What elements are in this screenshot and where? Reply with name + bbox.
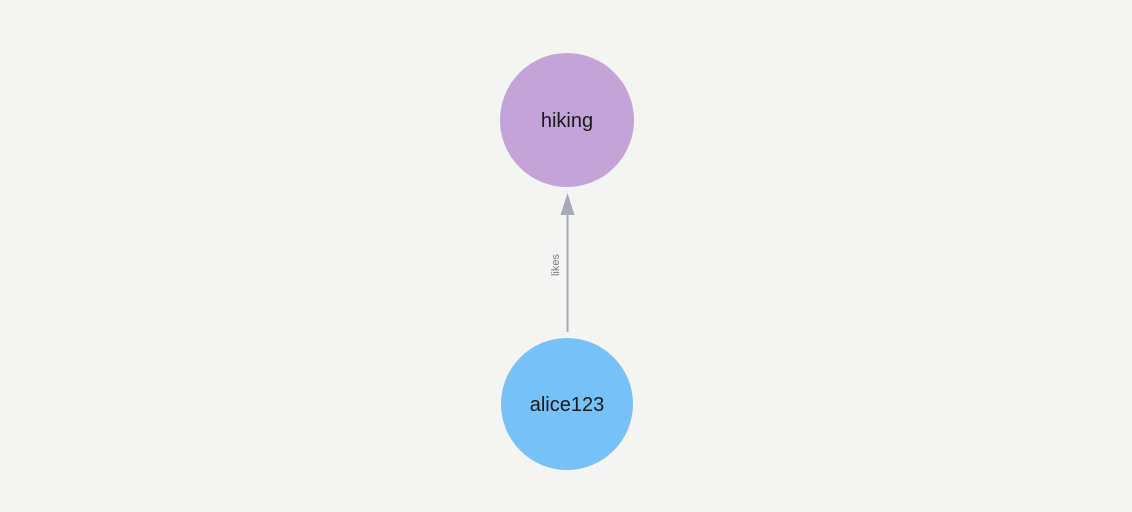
edge-label-likes: likes — [550, 254, 562, 277]
node-alice123[interactable]: alice123 — [501, 338, 633, 470]
edge-group: likes — [550, 193, 575, 332]
node-circle-alice123[interactable] — [501, 338, 633, 470]
node-hiking[interactable]: hiking — [500, 53, 634, 187]
node-circle-hiking[interactable] — [500, 53, 634, 187]
edge-arrowhead-likes — [560, 193, 575, 215]
